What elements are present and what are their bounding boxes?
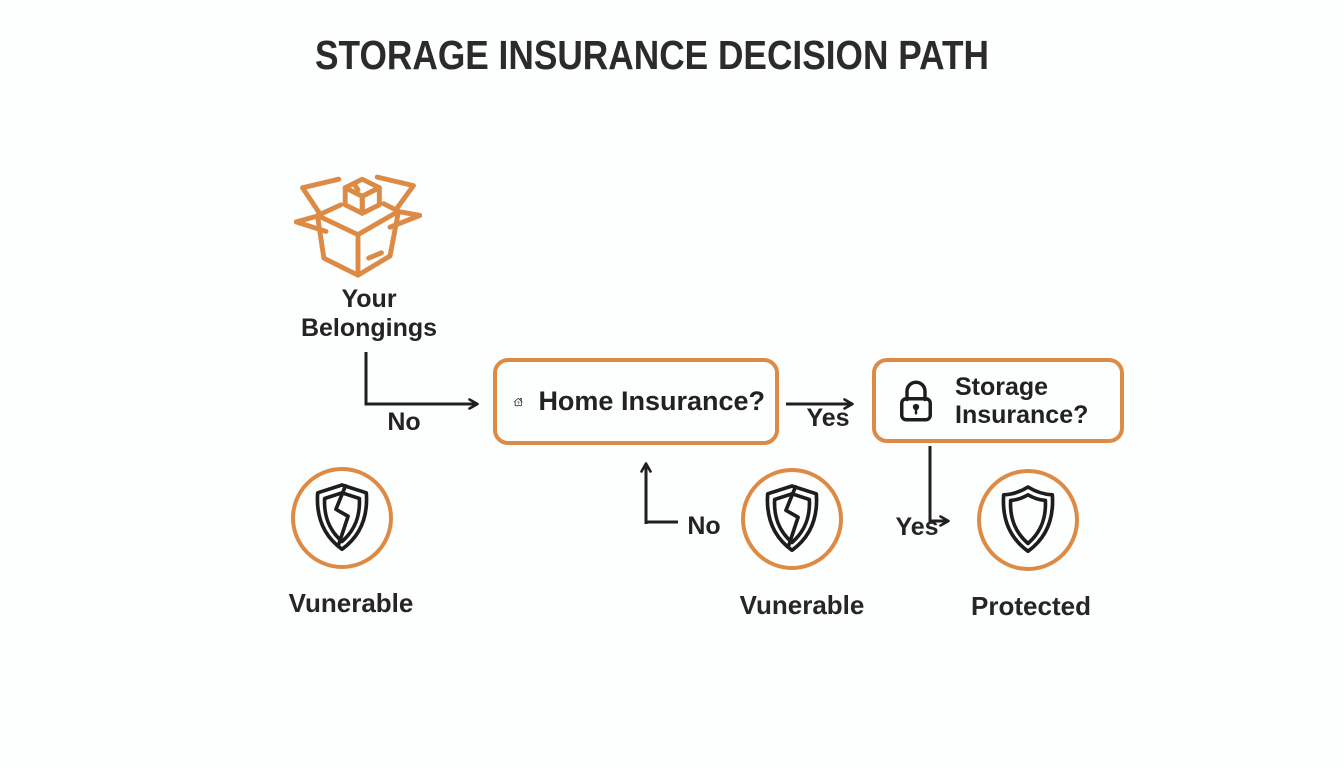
node-home-insurance-label: Home Insurance?: [538, 386, 765, 416]
edge-label-yes-home: Yes: [806, 404, 850, 432]
outcome-vulnerable-middle: [741, 468, 843, 570]
house-question-icon: ?: [513, 397, 523, 406]
edge-label-yes-storage: Yes: [895, 513, 939, 541]
node-your-belongings-label: Your Belongings: [300, 285, 438, 342]
outcome-protected: [977, 469, 1079, 571]
edge-belongings-to-home: [364, 352, 479, 410]
broken-shield-icon: [315, 483, 369, 552]
node-storage-insurance: Storage Insurance?: [872, 358, 1124, 443]
node-home-insurance: ? Home Insurance?: [493, 358, 779, 445]
outcome-protected-label: Protected: [971, 591, 1091, 621]
outcome-vulnerable-left-label: Vunerable: [288, 588, 414, 618]
edge-storage-to-protected: [928, 446, 950, 527]
shield-icon: [1001, 485, 1055, 554]
broken-shield-icon: [765, 484, 819, 553]
svg-text:?: ?: [517, 400, 520, 405]
edge-label-no-belongings: No: [387, 408, 421, 436]
outcome-vulnerable-left: [291, 467, 393, 569]
outcome-vulnerable-middle-label: Vunerable: [739, 590, 865, 620]
open-box-icon: [294, 174, 422, 278]
node-storage-insurance-label: Storage Insurance?: [955, 372, 1089, 429]
diagram-title: STORAGE INSURANCE DECISION PATH: [315, 32, 989, 78]
padlock-icon: [900, 380, 932, 421]
edge-label-no-home: No: [687, 512, 721, 540]
